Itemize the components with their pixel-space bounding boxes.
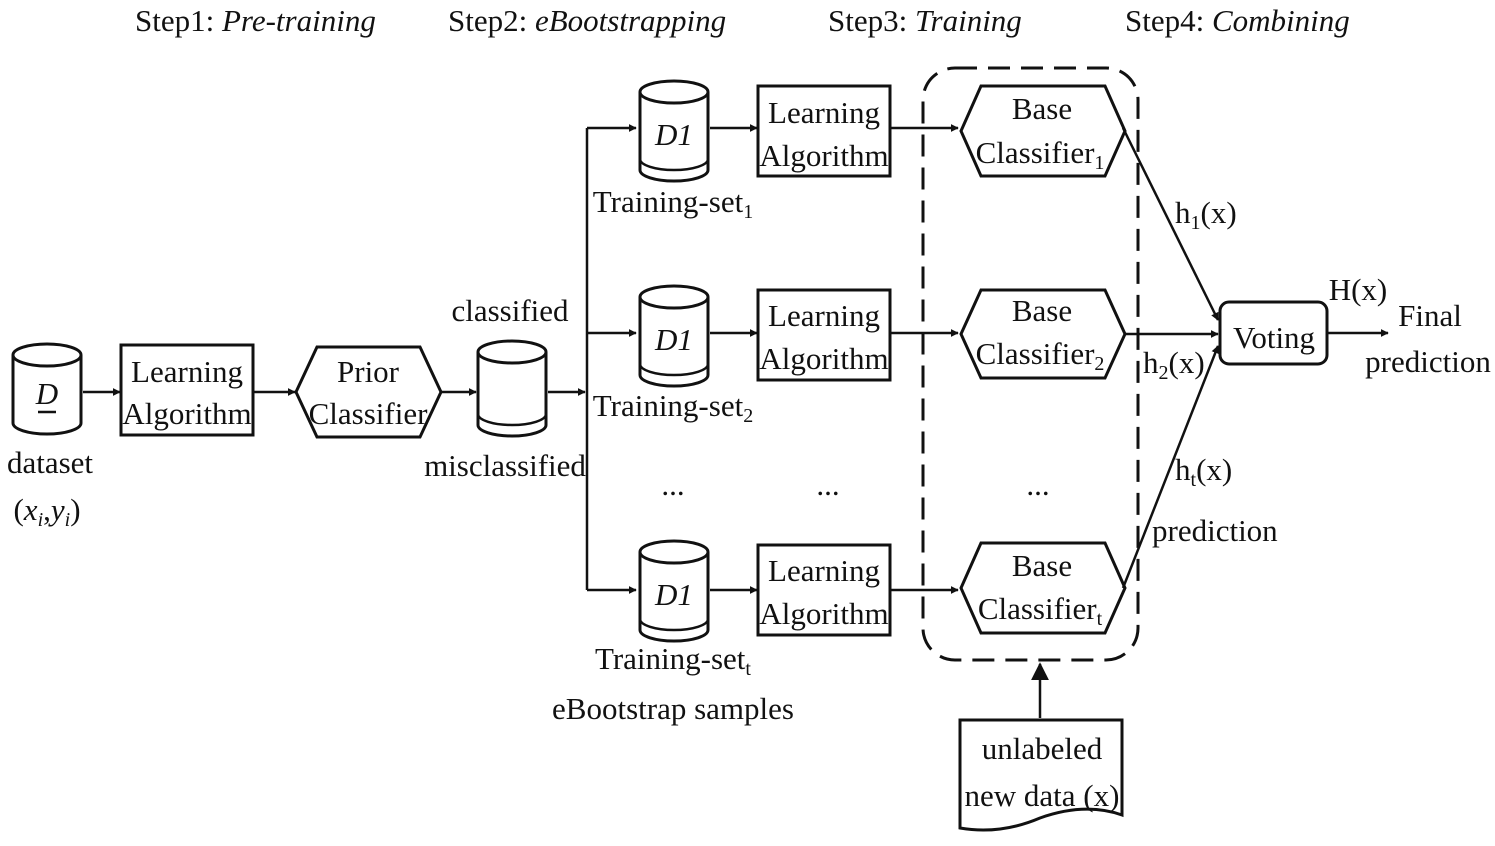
svg-text:D1: D1 [654,117,693,152]
final-prediction-line1: Final [1398,298,1462,333]
ellipsis-learning: ... [816,467,839,502]
ellipsis-training-sets: ... [661,467,684,502]
svg-text:Algorithm: Algorithm [759,596,888,631]
classified-cylinder [476,339,548,438]
learning-algorithm-t: Learning Algorithm [756,543,892,637]
prediction-label: prediction [1152,513,1278,548]
final-prediction-line2: prediction [1365,344,1491,379]
svg-text:unlabeled: unlabeled [982,731,1103,766]
training-region [921,66,1140,662]
step1-header: Step1: Pre-training [135,3,376,38]
svg-text:Learning: Learning [131,354,243,389]
training-set-2-cylinder: D1 [638,284,710,388]
svg-text:Classifier: Classifier [309,396,428,431]
svg-text:Algorithm: Algorithm [122,396,251,431]
training-set-t-cylinder: D1 [638,539,710,643]
svg-text:Prior: Prior [337,354,400,389]
svg-text:Classifier1: Classifier1 [976,135,1105,174]
misclassified-label: misclassified [424,448,586,483]
learning-algorithm-1: Learning Algorithm [756,84,892,178]
prior-classifier: Prior Classifier [294,345,443,439]
base-classifier-1: Base Classifier1 [959,84,1127,178]
learning-algorithm-pretrain: Learning Algorithm [119,343,255,437]
hypothesis-1: h1(x) [1175,195,1237,234]
training-set-1-cylinder: D1 [638,79,710,183]
svg-text:Base: Base [1012,91,1072,126]
dataset-tuple: (xi,yi) [13,492,80,531]
step2-header: Step2: eBootstrapping [448,3,726,38]
svg-text:D1: D1 [654,577,693,612]
step3-header: Step3: Training [828,3,1022,38]
voting-box: Voting [1218,300,1329,366]
svg-text:Learning: Learning [768,95,880,130]
ellipsis-classifiers: ... [1026,467,1049,502]
training-set-t-label: Training-sett [595,641,751,680]
hypothesis-t: ht(x) [1175,452,1232,491]
svg-text:Voting: Voting [1233,320,1315,355]
svg-text:Learning: Learning [768,553,880,588]
svg-text:new data (x): new data (x) [965,778,1120,813]
classified-label: classified [451,293,569,328]
svg-text:D1: D1 [654,322,693,357]
hypothesis-2: h2(x) [1143,345,1205,384]
dataset-symbol: D [35,376,58,411]
unlabeled-data-document: unlabeled new data (x) [958,718,1124,832]
learning-algorithm-2: Learning Algorithm [756,288,892,382]
base-classifier-t: Base Classifiert [959,541,1127,635]
dataset-cylinder: D [11,342,83,436]
combined-output-label: H(x) [1329,272,1388,307]
svg-text:Learning: Learning [768,298,880,333]
svg-text:Algorithm: Algorithm [759,341,888,376]
svg-text:Classifier2: Classifier2 [976,336,1105,375]
svg-text:Classifiert: Classifiert [978,591,1103,630]
svg-text:Algorithm: Algorithm [759,138,888,173]
dataset-label: dataset [7,445,93,480]
training-set-2-label: Training-set2 [593,388,753,427]
ebootstrap-samples-label: eBootstrap samples [552,691,794,726]
training-set-1-label: Training-set1 [593,184,753,223]
base-classifier-2: Base Classifier2 [959,288,1127,380]
step4-header: Step4: Combining [1125,3,1350,38]
svg-text:Base: Base [1012,293,1072,328]
svg-text:Base: Base [1012,548,1072,583]
